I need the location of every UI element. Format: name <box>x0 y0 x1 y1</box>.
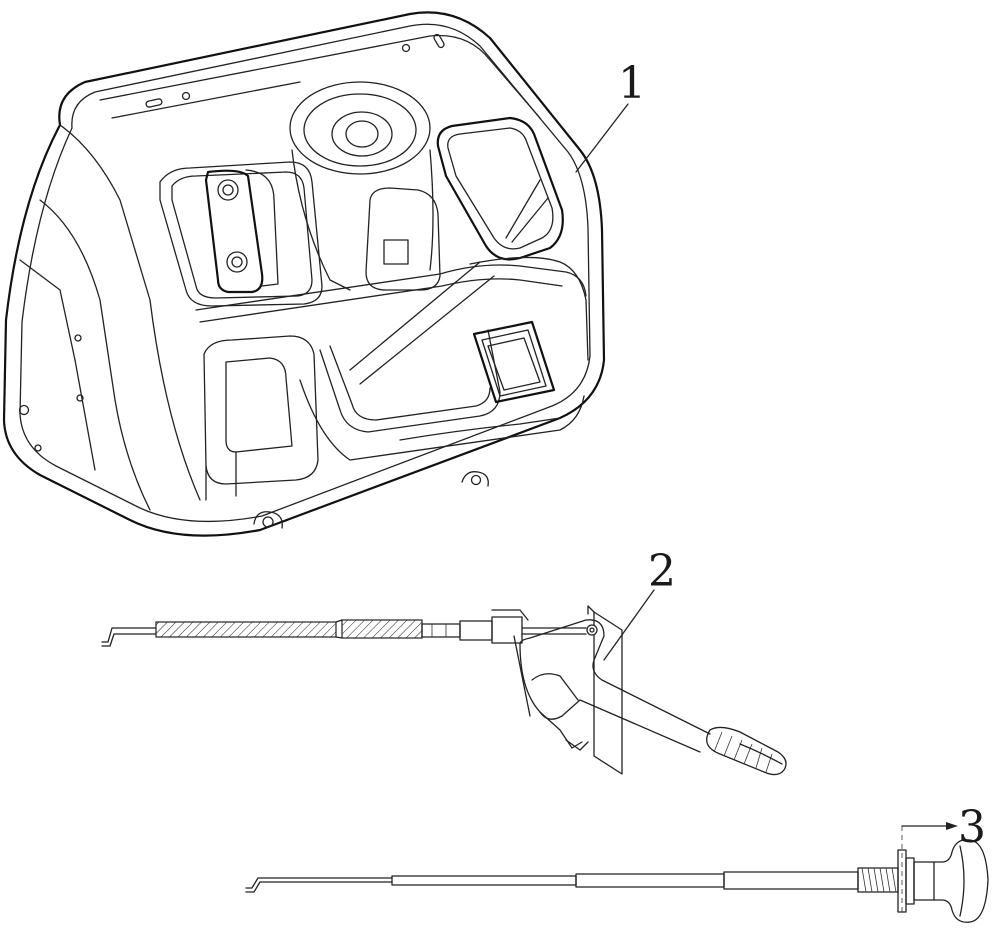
part-label-1: 1 <box>618 58 646 109</box>
pedal-assembly <box>101 589 787 776</box>
part-label-3: 3 <box>958 802 986 853</box>
pull-knob-assembly <box>245 822 989 923</box>
part-label-2: 2 <box>648 546 676 597</box>
console-housing <box>2 11 629 537</box>
